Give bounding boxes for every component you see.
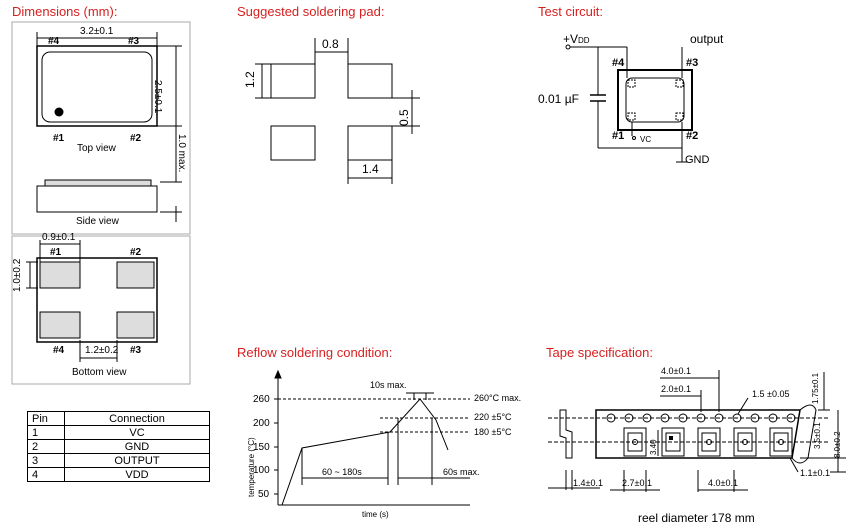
bottom-pin2-label: #2 (130, 247, 142, 258)
pocket-marker (669, 436, 673, 440)
output-label: output (690, 32, 724, 46)
top-view-label: Top view (77, 143, 116, 154)
top-pin3-label: #3 (128, 36, 140, 47)
circuit-pin4-label: #4 (612, 57, 625, 69)
reflow-title: Reflow soldering condition: (237, 345, 393, 360)
tape-width-label: 8.0±0.2 (833, 431, 842, 458)
tape-hole-dia-label: 1.5 ±0.05 (752, 389, 790, 399)
tape-thickness-label: 1.4±0.1 (573, 478, 603, 488)
tape-hole-to-pocket-label: 2.0±0.1 (661, 384, 691, 394)
ytick-260: 260 (253, 394, 270, 405)
ytick-200: 200 (253, 418, 270, 429)
pad-gap-x-label: 0.8 (322, 37, 339, 51)
vc-label: VC (640, 135, 652, 144)
pad-gap-label: 1.2±0.2 (85, 345, 119, 356)
tape-title: Tape specification: (546, 345, 653, 360)
pin-connection-table: Pin Connection 1 VC 2 GND 3 OUTPUT 4 VDD (27, 411, 210, 482)
bottom-view-label: Bottom view (72, 367, 127, 378)
temp-180-label: 180 ±5°C (474, 427, 512, 437)
table-row: 4 VDD (27, 467, 210, 482)
pad-w-label: 1.4 (362, 162, 379, 176)
tape-pocket-hole-label: 1.1±0.1 (800, 468, 830, 478)
top-pin2-label: #2 (130, 133, 142, 144)
pin1-dot (54, 107, 64, 117)
top-pin1-label: #1 (53, 133, 65, 144)
vdd-prefix: +V (563, 32, 579, 46)
bottom-pin4-label: #4 (53, 345, 65, 356)
capacitor-label: 0.01 µF (538, 92, 579, 106)
temp-260-label: 260°C max. (474, 393, 522, 403)
ytick-150: 150 (253, 442, 270, 453)
gnd-label: GND (685, 154, 710, 166)
top-pin4-label: #4 (48, 36, 60, 47)
vdd-subscript: DD (578, 36, 590, 45)
soldering-pad-title: Suggested soldering pad: (237, 4, 385, 19)
above-label: 60s max. (443, 467, 480, 477)
side-view-label: Side view (76, 216, 119, 227)
circuit-pin1-label: #1 (612, 130, 625, 142)
pad-width-label: 0.9±0.1 (42, 232, 76, 243)
temp-220-label: 220 ±5°C (474, 412, 512, 422)
tape-edge-to-hole-label: 1.75±0.1 (811, 372, 820, 404)
table-row: 1 VC (27, 425, 210, 440)
tape-pocket-w-label: 2.7±0.1 (622, 478, 652, 488)
dimensions-title: Dimensions (mm): (12, 4, 118, 19)
tape-pocket-h-label: 3.40 (649, 439, 658, 455)
circuit-pin3-label: #3 (686, 57, 699, 69)
preheat-label: 60 ~ 180s (322, 467, 362, 477)
bottom-pin1-label: #1 (50, 247, 62, 258)
table-cell-connection: VDD (64, 467, 210, 482)
test-circuit-title: Test circuit: (538, 4, 604, 19)
table-cell-connection: VC (64, 425, 210, 440)
bottom-pin3-label: #3 (130, 345, 142, 356)
ytick-50: 50 (258, 489, 270, 500)
circuit-pin2-label: #2 (686, 130, 699, 142)
ytick-100: 100 (253, 465, 270, 476)
reflow-xlabel: time (s) (362, 510, 389, 519)
table-row: 3 OUTPUT (27, 453, 210, 468)
vdd-label: +VDD (563, 33, 590, 45)
tape-pitch-holes-label: 4.0±0.1 (661, 366, 691, 376)
tape-center-label: 3.5±0.1 (813, 422, 822, 449)
reel-diameter-label: reel diameter 178 mm (638, 511, 755, 525)
tape-pocket-pitch-label: 4.0±0.1 (708, 478, 738, 488)
width-label: 3.2±0.1 (80, 26, 114, 37)
peak-time-label: 10s max. (370, 380, 407, 390)
